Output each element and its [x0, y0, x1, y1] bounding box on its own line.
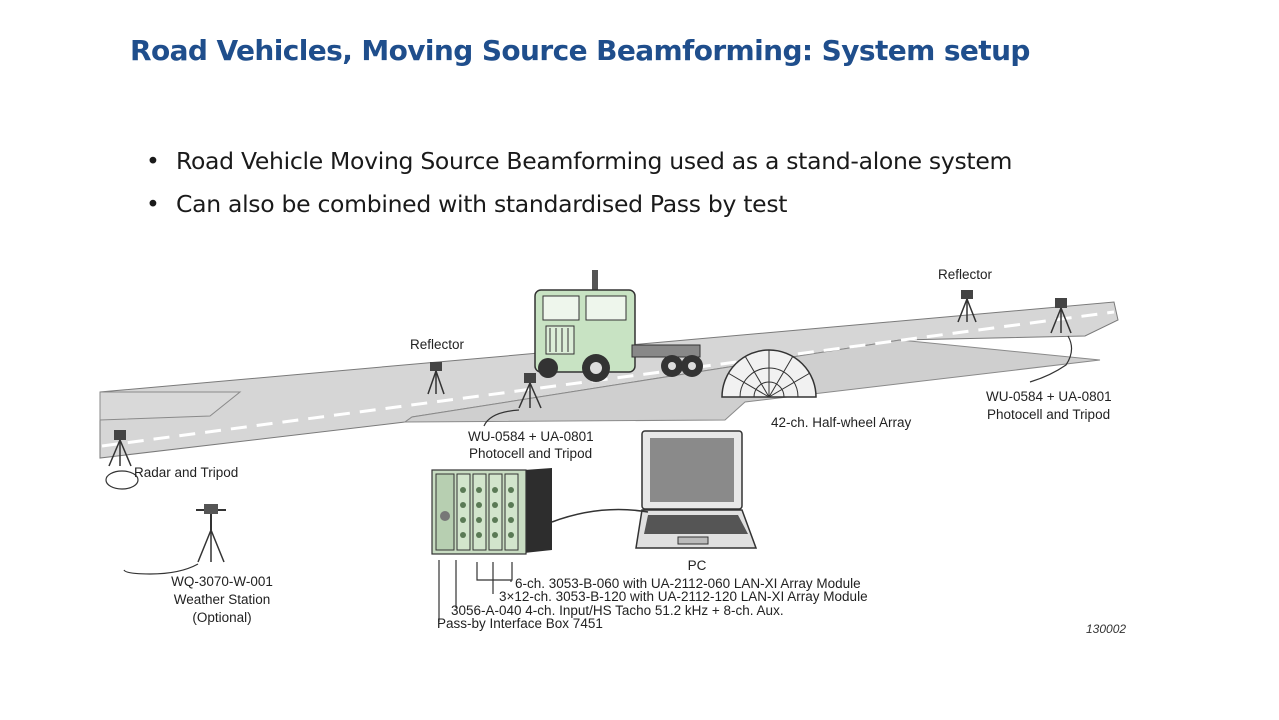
photocell-center-tripod-icon	[483, 373, 542, 427]
module-label-1: 6-ch. 3053-B-060 with UA-2112-060 LAN-XI…	[515, 576, 861, 591]
photocell-right-label-line1: WU-0584 + UA-0801	[986, 389, 1112, 404]
truck-icon	[534, 270, 703, 382]
half-wheel-array-label: 42-ch. Half-wheel Array	[771, 415, 912, 430]
module-leader-lines	[438, 560, 513, 622]
reflector-right-tripod-icon	[957, 290, 977, 323]
network-cable	[551, 508, 649, 523]
radar-tripod-icon	[105, 430, 139, 490]
lan-xi-frame-icon	[431, 468, 552, 555]
figure-code: 130002	[1086, 622, 1126, 636]
bullet-dot-icon: •	[146, 190, 160, 218]
photocell-center-label-line1: WU-0584 + UA-0801	[468, 429, 594, 444]
weather-station-label-line1: WQ-3070-W-001	[171, 574, 273, 589]
weather-station-icon	[123, 504, 226, 575]
bullet-item-1: • Road Vehicle Moving Source Beamforming …	[146, 140, 1012, 183]
pc-label: PC	[688, 558, 707, 573]
weather-station-label-line3: (Optional)	[192, 610, 251, 625]
reflector-right-label: Reflector	[938, 267, 993, 282]
photocell-right-label-line2: Photocell and Tripod	[987, 407, 1110, 422]
reflector-left-tripod-icon	[427, 362, 445, 395]
bullet-dot-icon: •	[146, 147, 160, 175]
module-label-2: 3×12-ch. 3053-B-120 with UA-2112-120 LAN…	[499, 589, 868, 604]
photocell-center-label-line2: Photocell and Tripod	[469, 446, 592, 461]
radar-tripod-label: Radar and Tripod	[134, 465, 238, 480]
module-label-4: Pass-by Interface Box 7451	[437, 616, 603, 631]
module-label-3: 3056-A-040 4-ch. Input/HS Tacho 51.2 kHz…	[451, 603, 784, 618]
bullet-list: • Road Vehicle Moving Source Beamforming …	[146, 140, 1012, 226]
half-wheel-array-icon	[721, 349, 817, 398]
bullet-text-1: Road Vehicle Moving Source Beamforming u…	[176, 147, 1013, 175]
weather-station-label-line2: Weather Station	[174, 592, 271, 607]
reflector-left-label: Reflector	[410, 337, 465, 352]
slide-title: Road Vehicles, Moving Source Beamforming…	[130, 34, 1030, 67]
bullet-text-2: Can also be combined with standardised P…	[176, 190, 788, 218]
laptop-pc-icon	[635, 430, 758, 549]
bullet-item-2: • Can also be combined with standardised …	[146, 183, 1012, 226]
photocell-right-tripod-icon	[1029, 298, 1073, 383]
